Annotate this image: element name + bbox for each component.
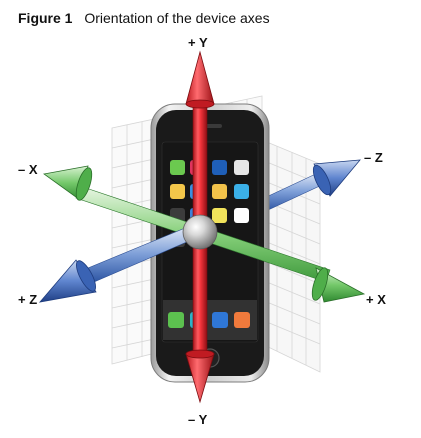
figure-label: Figure 1: [18, 10, 73, 26]
axis-label-minus-x: – X: [18, 162, 38, 177]
app-icon: [212, 160, 227, 175]
axis-label-plus-z: + Z: [18, 292, 38, 307]
plus-z-arrow: [38, 225, 197, 303]
app-icon: [170, 184, 185, 199]
dock-icon: [234, 312, 250, 328]
dock-icon: [212, 312, 228, 328]
figure-caption: Figure 1 Orientation of the device axes: [18, 10, 270, 26]
figure-title: Orientation of the device axes: [84, 10, 270, 26]
axis-label-plus-x: + X: [366, 292, 386, 307]
axis-label-minus-z: – Z: [364, 150, 383, 165]
minus-z-arrow: [261, 159, 361, 212]
app-icon: [234, 184, 249, 199]
axis-label-plus-y: + Y: [188, 35, 208, 50]
app-icon-grid: [163, 160, 257, 340]
app-icon: [234, 160, 249, 175]
app-icon: [212, 208, 227, 223]
axes-origin-sphere: [182, 214, 218, 250]
app-icon: [234, 208, 249, 223]
dock-icon: [168, 312, 184, 328]
axis-label-minus-y: – Y: [188, 412, 208, 427]
app-icon: [170, 160, 185, 175]
app-icon: [212, 184, 227, 199]
